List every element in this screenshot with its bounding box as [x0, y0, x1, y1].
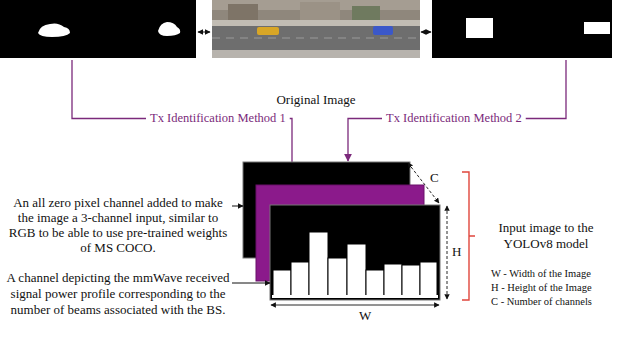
bracket-label: Input image to the YOLOv8 model: [486, 220, 606, 252]
key-line: H - Height of the Image: [491, 281, 592, 294]
label-holder: H: [452, 244, 461, 260]
street-photo: [212, 0, 420, 58]
dimension-arrow: [408, 163, 439, 203]
method-label: Tx Identification Method 1: [150, 111, 286, 126]
dimension-label: C: [430, 170, 439, 186]
leader-line: [72, 60, 146, 119]
power-profile-layer: [270, 205, 440, 300]
leader-line: [526, 60, 566, 119]
image-panel: Original Image: [212, 0, 420, 110]
label-holder: H - Height of the Image: [491, 281, 592, 294]
method-label: Tx Identification Method 2: [386, 111, 522, 126]
label-holder: A channel depicting the mmWave received …: [6, 270, 230, 318]
label-holder: Tx Identification Method 2: [386, 111, 522, 126]
double-arrow: [421, 32, 431, 33]
dimension-arrow: [447, 206, 448, 299]
annotation-text: An all zero pixel channel added to make …: [6, 195, 230, 255]
label-holder: C - Number of channels: [491, 295, 592, 308]
dimension-arrow: [271, 305, 439, 306]
mask-image: [0, 0, 196, 58]
dimension-label: W: [359, 308, 371, 324]
key-line: W - Width of the Image: [491, 267, 591, 280]
pointer-arrow: [232, 283, 270, 284]
bracket: [462, 172, 475, 300]
dimension-label: H: [452, 244, 461, 260]
key-line: C - Number of channels: [491, 295, 592, 308]
label-holder: W - Width of the Image: [491, 267, 591, 280]
bounding-box-image: [432, 0, 612, 58]
leader-arrow: [348, 119, 382, 162]
label-holder: An all zero pixel channel added to make …: [6, 195, 230, 255]
label-holder: W: [359, 308, 371, 324]
pointer-arrow: [232, 206, 243, 207]
image-caption: Original Image: [212, 92, 420, 107]
double-arrow: [198, 32, 210, 33]
label-holder: Tx Identification Method 1: [150, 111, 286, 126]
annotation-text: A channel depicting the mmWave received …: [6, 270, 230, 318]
label-holder: C: [430, 170, 439, 186]
label-holder: Input image to the YOLOv8 model: [486, 220, 606, 252]
